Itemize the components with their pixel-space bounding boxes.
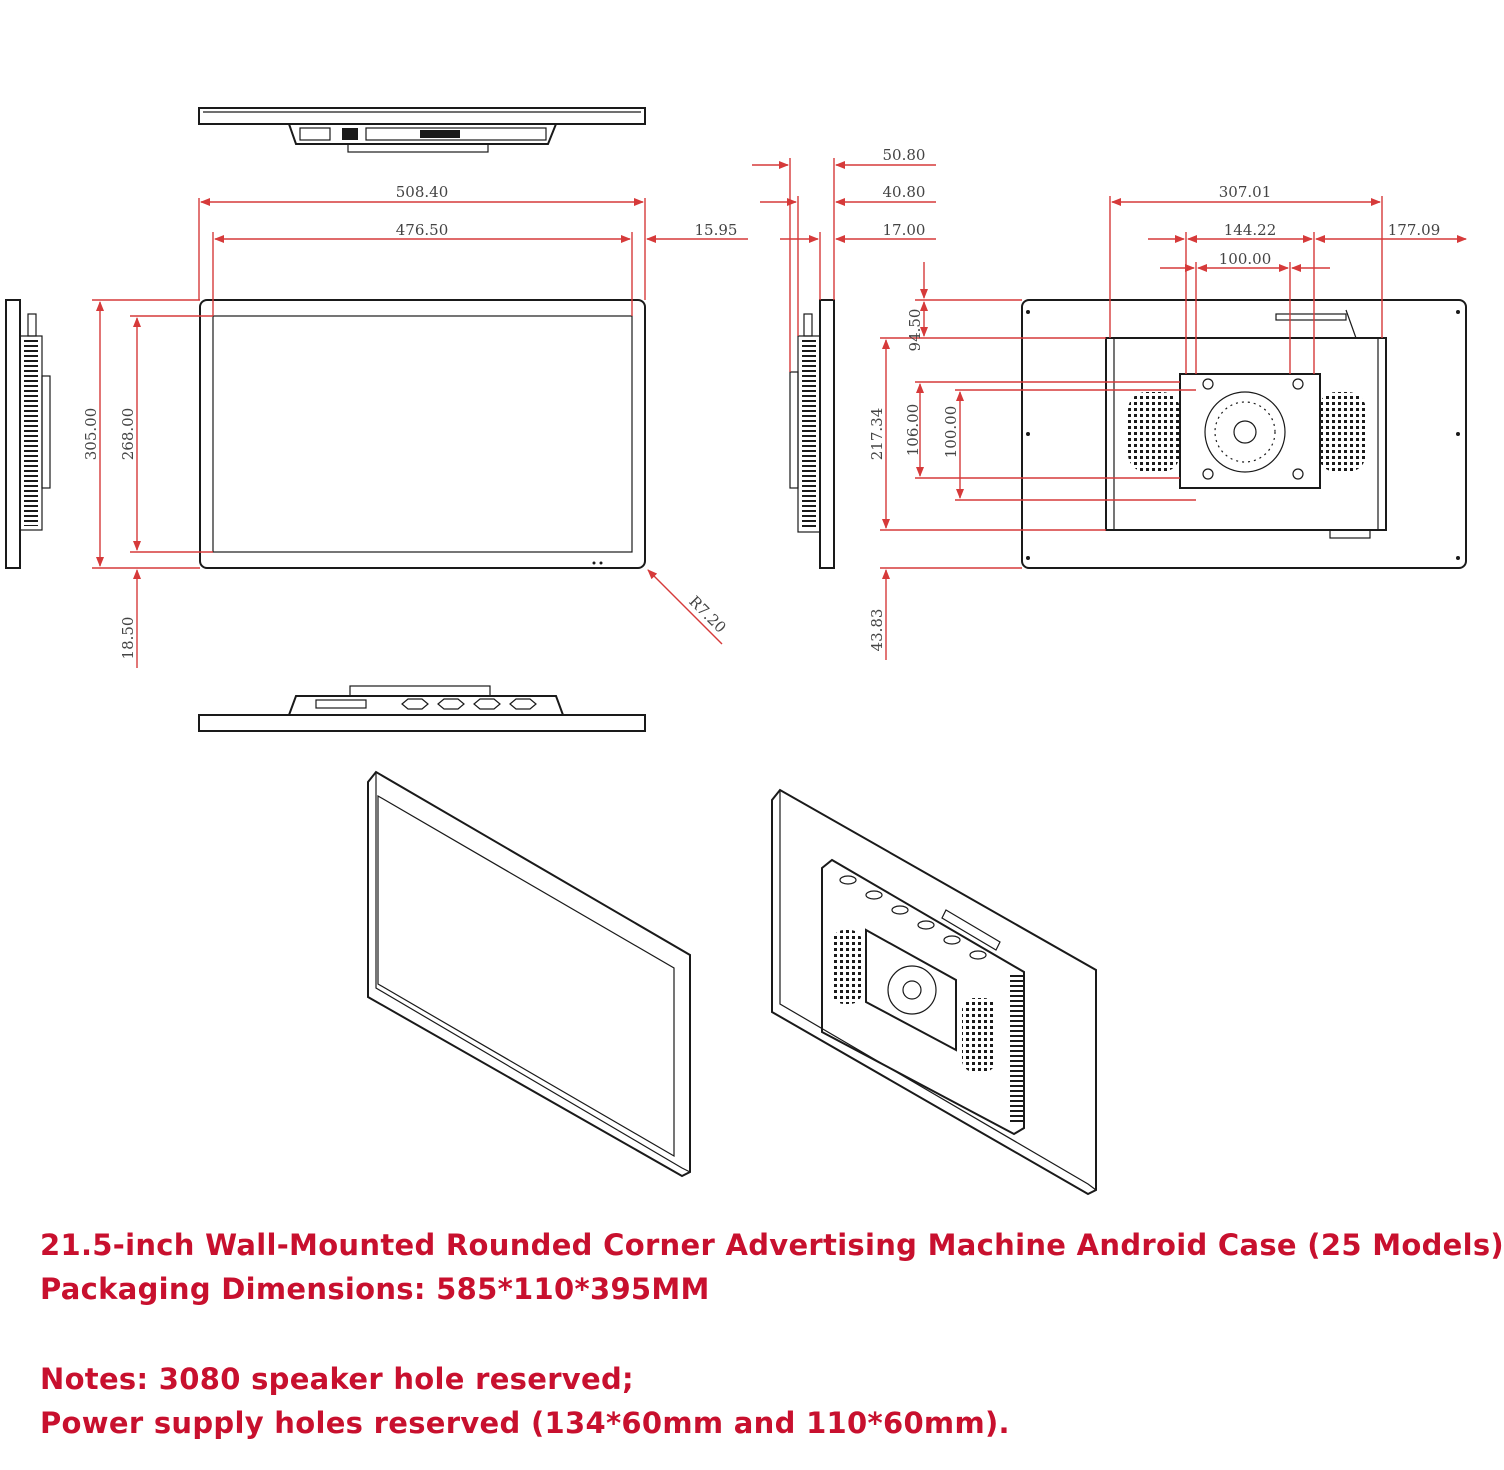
front-dimensions: [92, 198, 748, 668]
caption-notes: Notes: 3080 speaker hole reserved;: [40, 1362, 634, 1396]
dim-vesa-v: 100.00: [942, 406, 960, 459]
dim-depth-1: 50.80: [883, 146, 926, 164]
isometric-front-view: [367, 770, 691, 1178]
dim-width-overall: 508.40: [396, 183, 449, 201]
dim-width-display: 476.50: [396, 221, 449, 239]
dim-bezel-bottom: 18.50: [119, 617, 137, 660]
page: 508.40 476.50 15.95 305.00 268.00 18.50 …: [5, 107, 1504, 1440]
bottom-view: [198, 685, 646, 732]
dim-mount-offset: 144.22: [1224, 221, 1277, 239]
front-view: [199, 299, 646, 569]
dim-top-offset: 94.50: [906, 309, 924, 352]
back-view: [1021, 299, 1467, 569]
dim-right-offset: 177.09: [1388, 221, 1441, 239]
dim-mount-height: 106.00: [904, 404, 922, 457]
isometric-back-view: [771, 788, 1097, 1196]
dim-back-box-height: 217.34: [868, 408, 886, 461]
right-side-view: [789, 299, 835, 569]
dim-bezel-right: 15.95: [695, 221, 738, 239]
caption-title: 21.5-inch Wall-Mounted Rounded Corner Ad…: [40, 1228, 1504, 1262]
dim-depth-2: 40.80: [883, 183, 926, 201]
dim-vesa-h: 100.00: [1219, 250, 1272, 268]
technical-drawing: 508.40 476.50 15.95 305.00 268.00 18.50 …: [5, 107, 1467, 1196]
dim-back-box-width: 307.01: [1219, 183, 1272, 201]
dim-height-display: 268.00: [119, 408, 137, 461]
dim-height-overall: 305.00: [82, 408, 100, 461]
caption-power-holes: Power supply holes reserved (134*60mm an…: [40, 1406, 1010, 1440]
dim-bottom-offset: 43.83: [868, 609, 886, 652]
top-view: [198, 107, 646, 153]
back-dimensions: [880, 196, 1467, 660]
side-dimensions: [752, 158, 936, 372]
caption-packaging: Packaging Dimensions: 585*110*395MM: [40, 1272, 710, 1306]
dim-depth-3: 17.00: [883, 221, 926, 239]
left-side-view: [5, 299, 51, 569]
